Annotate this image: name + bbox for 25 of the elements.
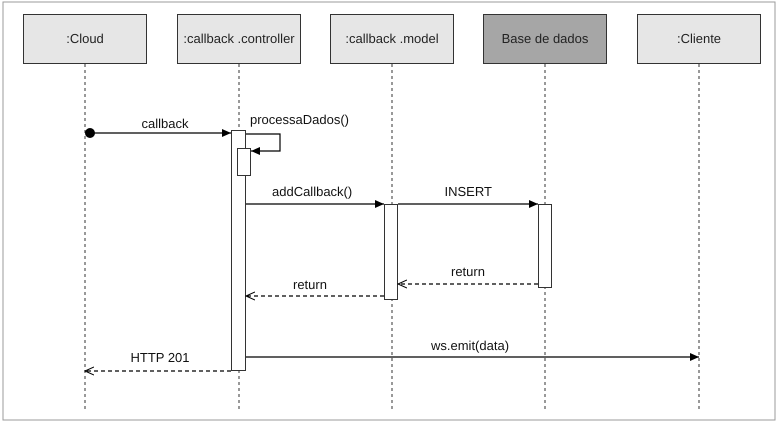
message-arrow (246, 292, 384, 300)
activation-bar (538, 204, 552, 288)
message-label: addCallback() (272, 184, 352, 199)
activation-bar (384, 204, 398, 300)
participant-name: :callback .controller (182, 31, 296, 47)
activation-bar (231, 130, 246, 371)
message-arrow (246, 200, 384, 208)
participant-name: :callback .model (344, 31, 440, 47)
participant-name: Base de dados (500, 31, 590, 47)
message-arrow (398, 200, 538, 208)
message-label: ws.emit(data) (431, 338, 510, 353)
message-arrow (85, 128, 231, 138)
message-label: return (293, 277, 327, 292)
message-label: callback (142, 116, 188, 131)
participant-name: :Cliente (676, 31, 722, 47)
message-label: HTTP 201 (130, 350, 190, 365)
message-label: INSERT (444, 184, 492, 199)
message-arrow (246, 133, 281, 155)
message-arrow (84, 366, 231, 376)
message-arrow (398, 280, 538, 288)
participant-name: :Cloud (65, 31, 105, 47)
message-label: processaDados() (250, 112, 349, 127)
message-arrow (246, 353, 699, 361)
message-label: return (451, 264, 485, 279)
activation-bar (237, 148, 251, 176)
